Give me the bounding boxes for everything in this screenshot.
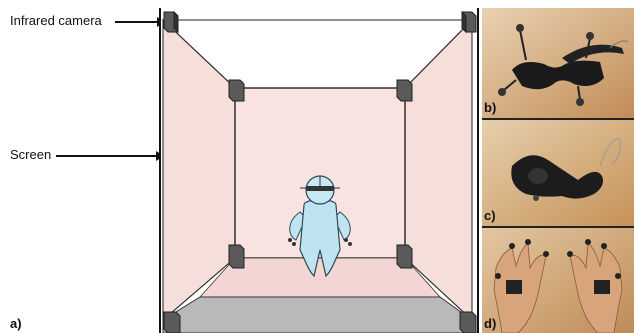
infrared-camera-icon: [163, 10, 179, 34]
floor-panel: [162, 296, 473, 333]
panel-a-label: a): [10, 316, 22, 331]
photo-panel-hands: d): [482, 228, 634, 333]
photo-panel-controller: c): [482, 120, 634, 228]
infrared-camera-icon: [461, 10, 477, 34]
joystick-controller-icon: [482, 120, 634, 226]
photo-panel-glasses: b): [482, 8, 634, 120]
infrared-camera-icon: [228, 79, 245, 102]
screen-label: Screen: [10, 147, 52, 162]
infrared-camera-label: Infrared camera: [10, 13, 102, 28]
panel-c-label: c): [484, 208, 496, 223]
infrared-camera-icon: [228, 244, 245, 269]
infrared-camera-icon: [163, 311, 181, 333]
tracked-glasses-icon: [482, 8, 634, 118]
infrared-camera-icon: [396, 244, 413, 269]
infrared-camera-icon: [459, 311, 477, 333]
panel-b-label: b): [484, 100, 497, 115]
panel-d-label: d): [484, 316, 497, 331]
user-figure-icon: [288, 175, 352, 278]
tracked-gloves-icon: [482, 228, 634, 333]
cave-diagram: [159, 8, 479, 333]
infrared-camera-icon: [396, 79, 413, 102]
